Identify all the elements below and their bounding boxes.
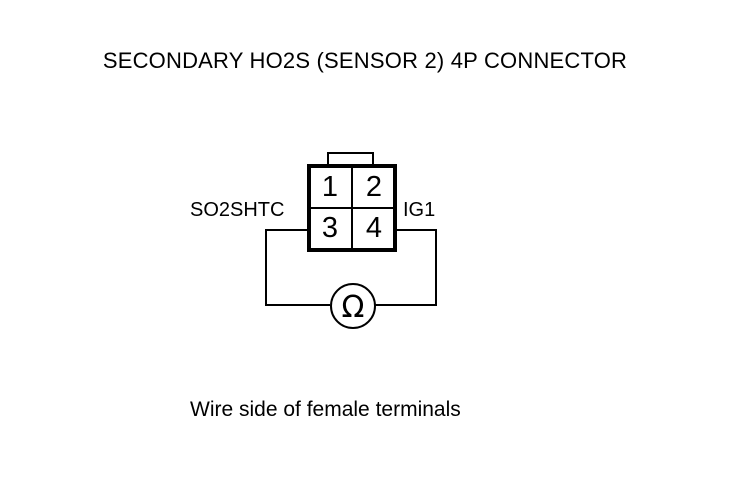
pin-2-label: 2: [365, 171, 383, 203]
ohmmeter-icon: [330, 283, 376, 329]
terminal-label-so2shtc: SO2SHTC: [190, 199, 285, 221]
ohm-symbol: Ω: [341, 290, 365, 325]
diagram-caption: Wire side of female terminals: [190, 398, 461, 421]
pin-1-label: 1: [321, 171, 339, 203]
terminal-label-ig1: IG1: [403, 199, 436, 221]
pin-3-label: 3: [321, 212, 339, 244]
wire-left: [265, 229, 330, 306]
wire-right: [375, 229, 437, 306]
pin-4-label: 4: [365, 212, 383, 244]
diagram-title: SECONDARY HO2S (SENSOR 2) 4P CONNECTOR: [102, 48, 628, 73]
connector-latch: [327, 152, 374, 166]
